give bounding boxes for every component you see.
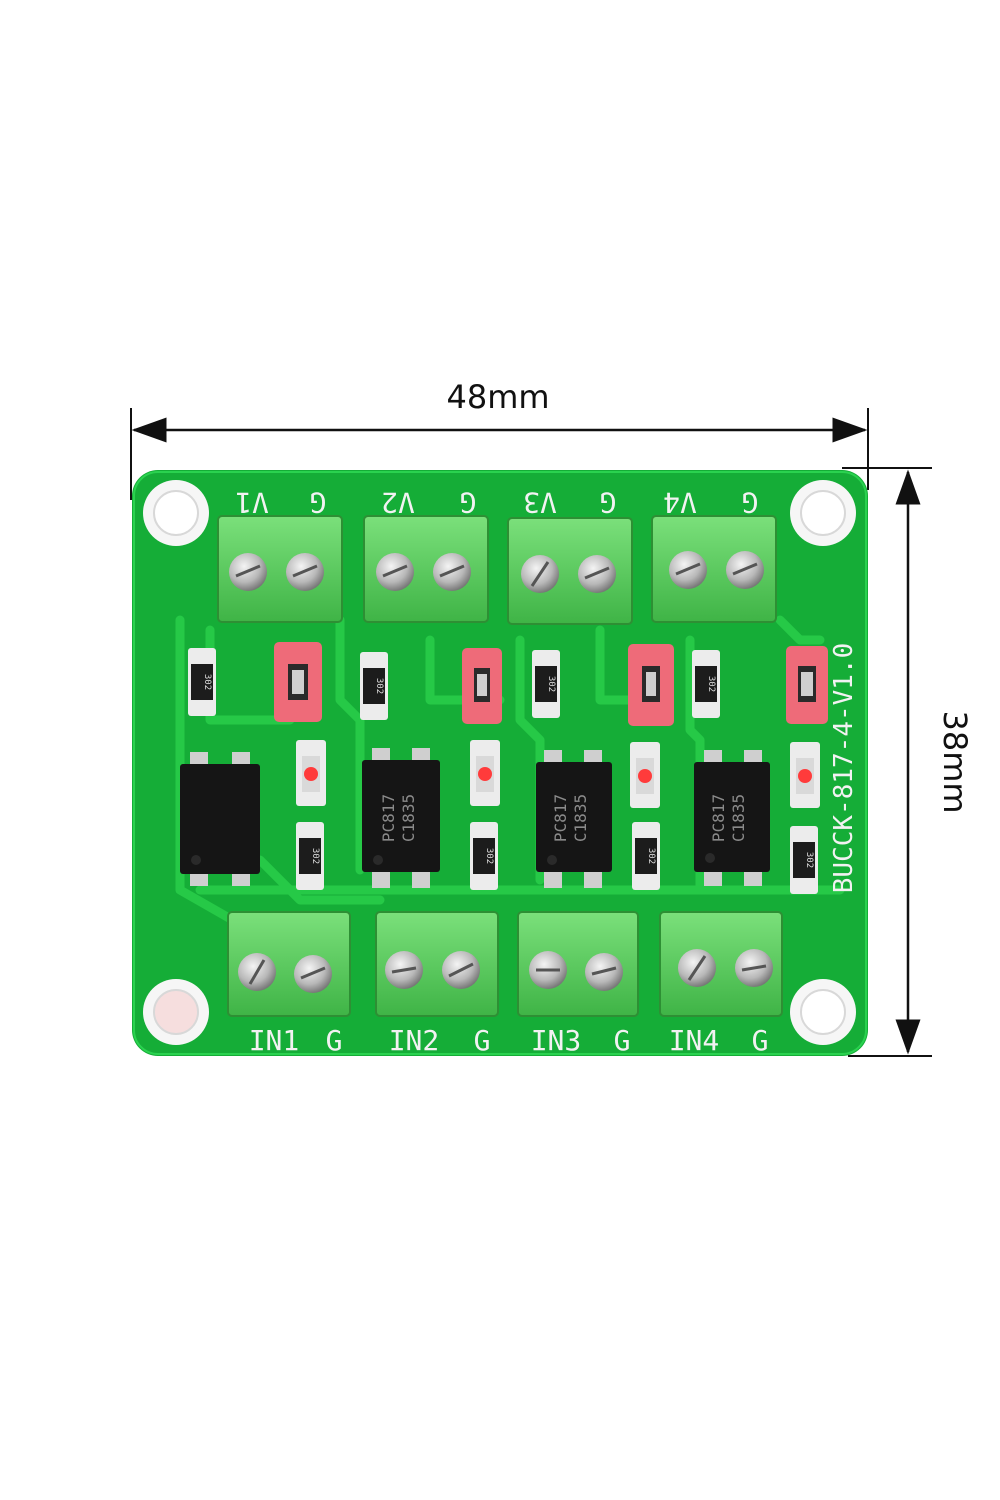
resistor-r4: 302 [692, 650, 720, 718]
top-label-v4: V4 [663, 486, 697, 519]
optocoupler-2: PC817 C1835 [362, 748, 440, 888]
svg-text:302: 302 [646, 848, 656, 864]
leds [296, 740, 820, 808]
jumper-1 [274, 642, 322, 722]
terminal-block-in4 [659, 911, 783, 1017]
bottom-label-in1: IN1 [249, 1024, 300, 1057]
optocouplers: PC817 C1835 PC817 C1835 PC817 C1835 [180, 748, 770, 888]
terminal-block-v1 [217, 515, 343, 623]
terminal-block-in2 [375, 911, 499, 1017]
svg-text:C1835: C1835 [399, 794, 418, 842]
resistor-b4: 302 [790, 826, 818, 894]
bottom-label-in3: IN3 [531, 1024, 582, 1057]
resistor-r2: 302 [360, 652, 388, 720]
bottom-terminal-labels: IN1 G IN2 G IN3 G IN4 G [249, 1024, 769, 1057]
optocoupler-1 [180, 752, 260, 886]
terminal-block-v4 [651, 515, 777, 623]
jumper-2 [462, 648, 502, 724]
svg-text:C1835: C1835 [729, 794, 748, 842]
resistor-r3: 302 [532, 650, 560, 718]
resistor-r1: 302 [188, 648, 216, 716]
bottom-resistors: 302 302 302 302 [296, 822, 818, 894]
top-label-g1: G [310, 486, 327, 519]
top-label-v2: V2 [381, 486, 415, 519]
top-label-g2: G [460, 486, 477, 519]
top-terminal-blocks [217, 515, 777, 625]
led-2 [470, 740, 500, 806]
top-label-v1: V1 [235, 486, 269, 519]
jumper-4 [786, 646, 828, 724]
bottom-terminal-blocks [227, 911, 783, 1017]
svg-text:302: 302 [804, 852, 814, 868]
svg-text:302: 302 [546, 676, 556, 692]
resistor-b1: 302 [296, 822, 324, 890]
bottom-label-in4: IN4 [669, 1024, 720, 1057]
optocoupler-4: PC817 C1835 [694, 750, 770, 886]
resistor-b2: 302 [470, 822, 498, 890]
top-resistors: 302 302 302 302 [188, 648, 720, 720]
width-label: 48mm [446, 378, 549, 416]
height-dimension: 38mm [842, 467, 974, 1057]
bottom-label-in2: IN2 [389, 1024, 440, 1057]
optocoupler-3: PC817 C1835 [536, 750, 612, 888]
bottom-label-g4: G [752, 1024, 769, 1057]
resistor-b3: 302 [632, 822, 660, 890]
svg-text:C1835: C1835 [571, 794, 590, 842]
svg-text:302: 302 [202, 674, 212, 690]
svg-text:PC817: PC817 [709, 794, 728, 842]
top-terminal-labels: V1 G V2 G V3 G V4 G [235, 486, 758, 519]
terminal-block-in1 [227, 911, 351, 1017]
jumper-3 [628, 644, 674, 726]
terminal-block-in3 [517, 911, 639, 1017]
terminal-block-v2 [363, 515, 489, 623]
top-label-g3: G [600, 486, 617, 519]
board-model-label: BUCCK-817-4-V1.0 [829, 643, 859, 893]
svg-text:PC817: PC817 [551, 794, 570, 842]
top-label-g4: G [742, 486, 759, 519]
bottom-label-g3: G [614, 1024, 631, 1057]
mounting-holes [143, 480, 856, 1045]
svg-text:302: 302 [310, 848, 320, 864]
height-label: 38mm [936, 710, 974, 813]
svg-text:302: 302 [706, 676, 716, 692]
bottom-label-g2: G [474, 1024, 491, 1057]
terminal-block-v3 [507, 517, 633, 625]
svg-text:302: 302 [484, 848, 494, 864]
top-label-v3: V3 [523, 486, 557, 519]
width-dimension: 48mm [130, 378, 869, 500]
svg-text:302: 302 [374, 678, 384, 694]
bottom-label-g1: G [326, 1024, 343, 1057]
led-3 [630, 742, 660, 808]
svg-text:PC817: PC817 [379, 794, 398, 842]
led-1 [296, 740, 326, 806]
pcb-board: V1 G V2 G V3 G V4 G [132, 470, 868, 1057]
jumpers [274, 642, 828, 726]
led-4 [790, 742, 820, 808]
